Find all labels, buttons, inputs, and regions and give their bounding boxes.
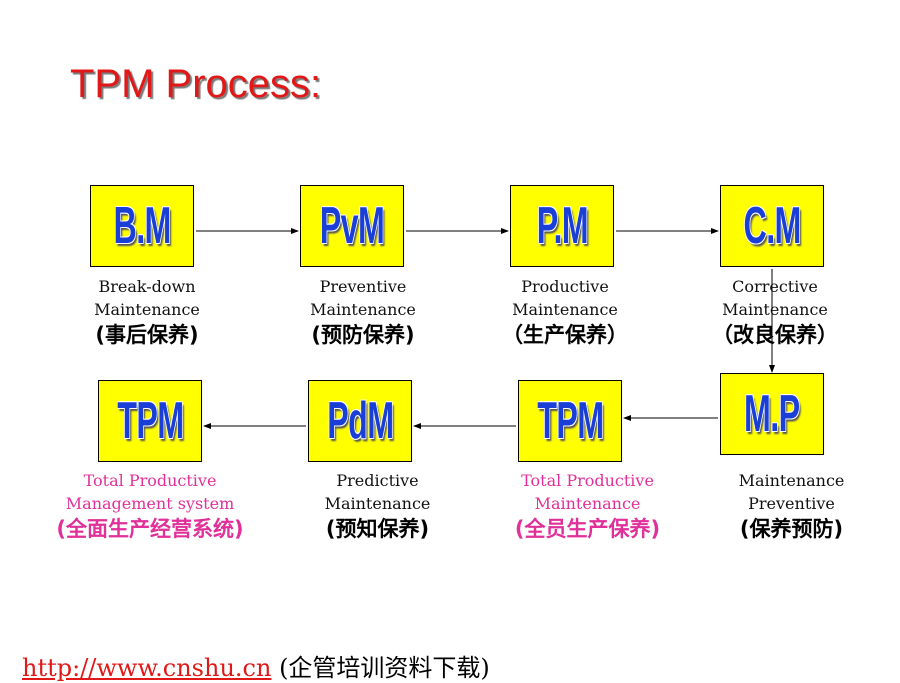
label-mp-en1: Maintenance (738, 471, 845, 490)
label-pm-cn: （生产保养） (502, 323, 628, 347)
label-pvm-cn: (预防保养) (311, 323, 415, 347)
label-cm-en1: Corrective (732, 277, 818, 296)
label-tpm-left-en1: Total Productive (83, 471, 217, 490)
label-tpm-mid-en1: Total Productive (521, 471, 654, 490)
label-bm: Break-down Maintenance (事后保养) (62, 275, 232, 349)
label-bm-en2: Maintenance (94, 300, 200, 319)
label-tpm-left-en2: Management system (65, 494, 235, 513)
box-tpm-mid: TPM (518, 380, 622, 462)
label-tpm-mid-cn: (全员生产保养) (514, 517, 661, 541)
box-cm-label: C.M (743, 197, 801, 255)
footer-text: (企管培训资料下载) (271, 654, 490, 682)
label-tpm-left: Total Productive Management system (全面生产… (50, 469, 250, 543)
label-pm-en2: Maintenance (512, 300, 618, 319)
label-pdm-cn: (预知保养) (325, 517, 430, 541)
box-mp-label: M.P (744, 385, 800, 443)
label-pdm-en2: Maintenance (324, 494, 431, 513)
label-mp: Maintenance Preventive (保养预防) (704, 469, 879, 543)
footer: http://www.cnshu.cn (企管培训资料下载) (22, 648, 490, 683)
box-tpm-mid-label: TPM (536, 392, 604, 450)
label-mp-cn: (保养预防) (739, 517, 844, 541)
box-tpm-left: TPM (98, 380, 202, 462)
page-title: TPM Process: (70, 62, 322, 106)
label-pm: Productive Maintenance （生产保养） (480, 275, 650, 349)
label-pvm-en2: Maintenance (310, 300, 416, 319)
box-bm: B.M (90, 185, 194, 267)
label-pdm: Predictive Maintenance (预知保养) (290, 469, 465, 543)
box-pdm: PdM (308, 380, 412, 462)
box-pvm: PvM (300, 185, 404, 267)
label-tpm-mid-en2: Maintenance (534, 494, 641, 513)
label-cm-en2: Maintenance (722, 300, 828, 319)
label-bm-en1: Break-down (98, 277, 196, 296)
box-pvm-label: PvM (319, 197, 385, 255)
box-bm-label: B.M (113, 197, 171, 255)
label-pvm-en1: Preventive (319, 277, 407, 296)
box-cm: C.M (720, 185, 824, 267)
box-mp: M.P (720, 373, 824, 455)
label-cm-cn: （改良保养） (712, 323, 838, 347)
label-cm: Corrective Maintenance （改良保养） (690, 275, 860, 349)
box-pdm-label: PdM (326, 392, 394, 450)
label-pm-en1: Productive (521, 277, 609, 296)
footer-link[interactable]: http://www.cnshu.cn (22, 654, 272, 682)
label-bm-cn: (事后保养) (95, 323, 199, 347)
box-tpm-left-label: TPM (116, 392, 184, 450)
label-tpm-mid: Total Productive Maintenance (全员生产保养) (490, 469, 685, 543)
label-pvm: Preventive Maintenance (预防保养) (278, 275, 448, 349)
box-pm: P.M (510, 185, 614, 267)
label-pdm-en1: Predictive (336, 471, 419, 490)
label-tpm-left-cn: (全面生产经营系统) (56, 517, 244, 541)
label-mp-en2: Preventive (748, 494, 835, 513)
box-pm-label: P.M (536, 197, 588, 255)
